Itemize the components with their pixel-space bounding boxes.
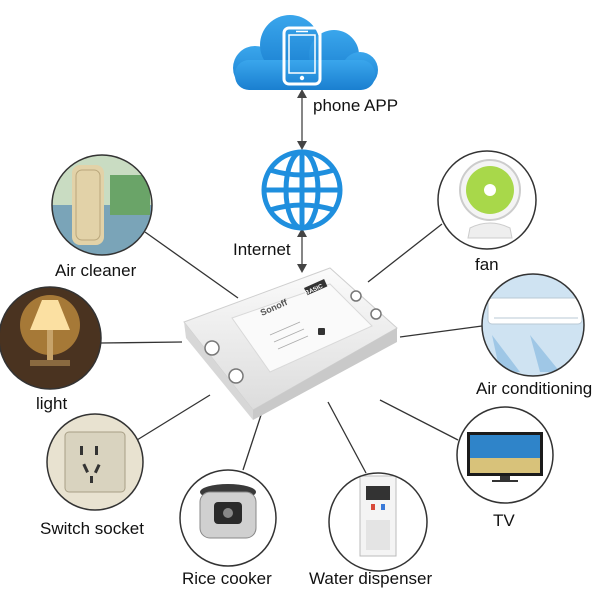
label-air-conditioning: Air conditioning xyxy=(476,379,593,398)
line-tv xyxy=(379,399,459,441)
device-circle-switch-socket xyxy=(46,413,144,511)
device-circle-light xyxy=(0,286,102,390)
device-circle-tv xyxy=(456,406,554,504)
device-circle-rice-cooker xyxy=(179,469,277,567)
label-rice-cooker: Rice cooker xyxy=(182,569,272,588)
device-circle-water-dispenser xyxy=(328,472,428,572)
device-circle-fan xyxy=(437,150,537,250)
phone-icon xyxy=(282,26,322,86)
line-rice-cooker xyxy=(242,411,263,471)
label-fan: fan xyxy=(475,255,499,274)
label-switch-socket: Switch socket xyxy=(40,519,144,538)
line-switch-socket xyxy=(136,394,211,441)
globe-icon xyxy=(261,149,343,231)
line-air-conditioning xyxy=(399,325,483,338)
device-circle-air-cleaner xyxy=(51,154,153,256)
line-water-dispenser xyxy=(327,401,367,474)
arrow-cloud-internet xyxy=(297,89,307,150)
label-tv: TV xyxy=(493,511,515,530)
line-light xyxy=(100,341,183,344)
device-circle-air-conditioning xyxy=(481,273,585,377)
label-internet: Internet xyxy=(233,240,291,259)
label-phone-app: phone APP xyxy=(313,96,399,115)
sonoff-basic-switch-device: Sonoff BASIC xyxy=(183,267,398,420)
terminal-screws xyxy=(204,290,382,384)
label-water-dispenser: Water dispenser xyxy=(309,569,433,588)
connector-lines xyxy=(100,223,483,474)
line-fan xyxy=(367,223,443,283)
arrow-internet-device xyxy=(297,228,307,273)
cloud-icon xyxy=(233,15,378,90)
label-light: light xyxy=(36,394,68,413)
label-air-cleaner: Air cleaner xyxy=(55,261,137,280)
line-air-cleaner xyxy=(144,231,239,299)
